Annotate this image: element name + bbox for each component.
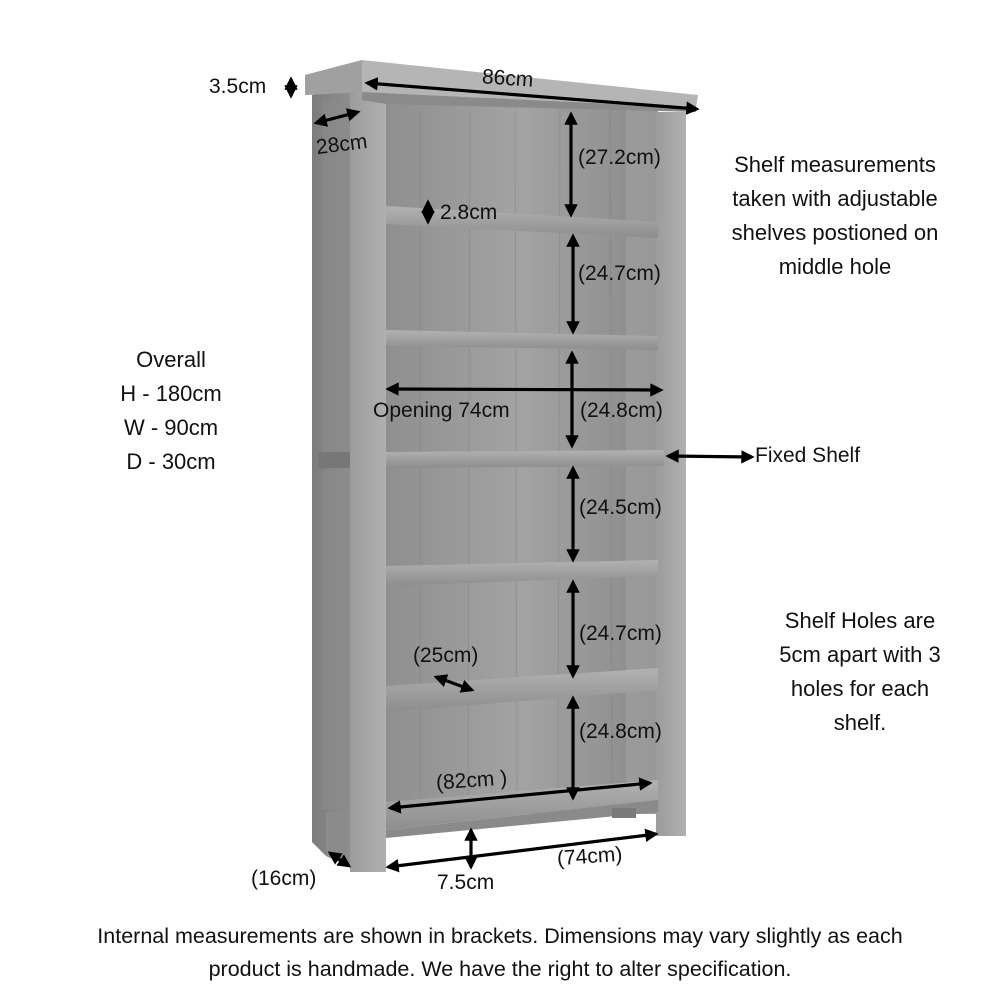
label-shelf-depth: (25cm) bbox=[413, 644, 479, 667]
label-top-thickness: 3.5cm bbox=[209, 75, 267, 98]
dimension-arrows bbox=[284, 76, 755, 873]
label-gap-2: (24.7cm) bbox=[578, 262, 661, 285]
arrow-shelf-depth bbox=[433, 674, 475, 693]
fixed-shelf bbox=[386, 450, 664, 468]
note-line: shelves postioned on bbox=[731, 220, 939, 245]
arrow-top-width bbox=[364, 77, 700, 115]
label-gap-5: (24.7cm) bbox=[579, 622, 662, 645]
arrow-base-width bbox=[387, 777, 653, 814]
note-line: 5cm apart with 3 bbox=[779, 642, 941, 667]
note-line: holes for each bbox=[790, 676, 930, 701]
label-plinth-height: 7.5cm bbox=[437, 871, 495, 894]
note-line: taken with adjustable bbox=[732, 186, 938, 211]
label-gap-1: (27.2cm) bbox=[578, 146, 661, 169]
arrow-opening bbox=[385, 382, 664, 397]
label-gap-4: (24.5cm) bbox=[579, 496, 662, 519]
label-gap-3: (24.8cm) bbox=[580, 399, 663, 422]
arrow-fixed-shelf bbox=[665, 449, 755, 464]
label-top-width: 86cm bbox=[481, 65, 535, 92]
left-front-post bbox=[350, 82, 386, 872]
overall-width: W - 90cm bbox=[123, 415, 219, 440]
overall-dimensions: Overall H - 180cm W - 90cm D - 30cm bbox=[96, 343, 246, 479]
label-gap-6: (24.8cm) bbox=[579, 720, 662, 743]
overall-title: Overall bbox=[136, 347, 206, 372]
arrow-leg-depth bbox=[327, 851, 352, 868]
label-leg-depth: (16cm) bbox=[251, 867, 317, 890]
footer-line-2: product is handmade. We have the right t… bbox=[208, 957, 792, 981]
label-base-width: (82cm ) bbox=[435, 766, 508, 795]
overall-depth: D - 30cm bbox=[126, 449, 216, 474]
label-leg-span: (74cm) bbox=[556, 842, 624, 871]
label-fixed-shelf: Fixed Shelf bbox=[755, 444, 861, 467]
side-panel bbox=[312, 82, 362, 872]
right-front-post bbox=[656, 112, 686, 836]
note-line: shelf. bbox=[833, 710, 887, 735]
arrow-side-depth bbox=[313, 108, 361, 127]
note-line: Shelf Holes are bbox=[784, 608, 936, 633]
label-shelf-thickness: 2.8cm bbox=[440, 201, 498, 224]
label-opening: Opening 74cm bbox=[373, 399, 510, 422]
note-shelf-holes: Shelf Holes are 5cm apart with 3 holes f… bbox=[740, 604, 980, 740]
note-line: Shelf measurements bbox=[734, 152, 936, 177]
note-line: middle hole bbox=[778, 254, 892, 279]
note-shelf-measurements: Shelf measurements taken with adjustable… bbox=[700, 148, 970, 284]
arrow-leg-span bbox=[385, 828, 659, 873]
footer-disclaimer: Internal measurements are shown in brack… bbox=[0, 920, 1000, 986]
overall-height: H - 180cm bbox=[120, 381, 222, 406]
footer-line-1: Internal measurements are shown in brack… bbox=[97, 924, 903, 948]
